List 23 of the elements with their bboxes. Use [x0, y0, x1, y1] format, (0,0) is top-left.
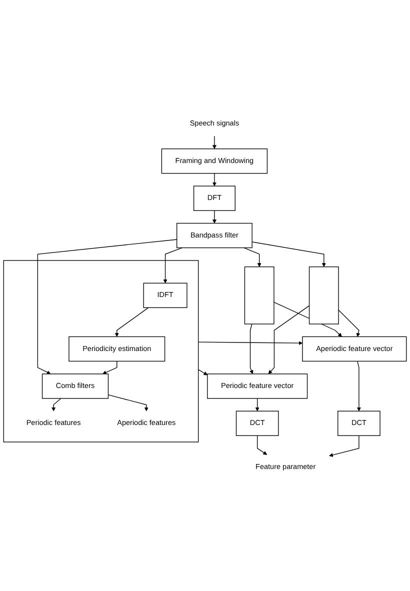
arrow — [108, 394, 148, 412]
arrow — [163, 248, 182, 284]
arrow — [257, 435, 268, 455]
arrow — [329, 435, 360, 457]
arrow — [268, 305, 310, 374]
arrow — [255, 398, 260, 412]
arrow — [198, 369, 208, 376]
arrow — [102, 360, 118, 374]
arrow — [212, 136, 216, 150]
arrow — [212, 173, 216, 186]
arrow — [37, 239, 178, 374]
arrow — [52, 398, 62, 412]
node-box — [244, 266, 274, 324]
arrow — [252, 242, 326, 268]
arrow — [250, 324, 254, 374]
cluster — [3, 260, 199, 442]
arrow — [356, 360, 361, 412]
arrow — [338, 310, 360, 337]
node-box — [308, 266, 339, 324]
arrow — [244, 248, 262, 268]
arrow — [212, 210, 216, 224]
arrow — [114, 307, 149, 337]
arrow — [198, 341, 303, 346]
